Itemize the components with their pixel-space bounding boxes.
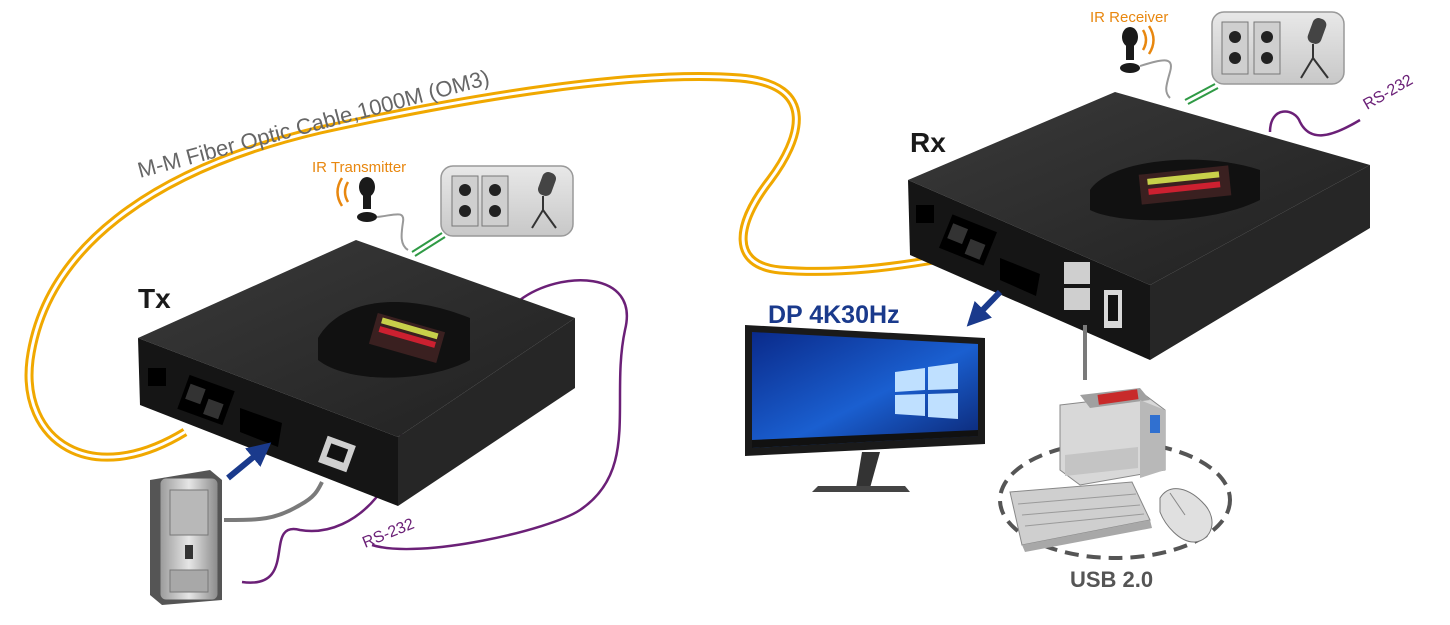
mouse-icon [1159,488,1213,543]
audio-jack-icon [451,175,509,227]
tx-device [138,240,575,506]
computer-tower-icon [150,470,222,605]
keyboard-icon [1009,481,1152,552]
rs232-cable-rx [1268,110,1361,137]
dp-output-arrow [966,289,1003,327]
ir-signal-icon [1141,25,1155,55]
ir-receiver [1120,25,1172,99]
dp-input-arrow [226,442,272,481]
rx-accessory-panel [1211,11,1345,85]
rx-device [908,92,1370,360]
dp-label: DP 4K30Hz [768,301,900,329]
audio-jack-icon [1221,21,1281,75]
usb-cable-tx [223,481,324,522]
tx-label: Tx [138,283,171,314]
usb-label: USB 2.0 [1070,567,1153,592]
rs232-tx-label: RS-232 [360,516,417,552]
fiber-optic-cable [24,72,946,462]
ir-transmitter [336,177,409,251]
tx-accessory-panel [440,165,574,237]
ir-transmitter-label: IR Transmitter [312,159,406,176]
microphone-icon [531,172,557,229]
monitor-icon [745,325,985,492]
ir-receiver-label: IR Receiver [1090,9,1168,26]
printer-icon [1059,388,1166,486]
microphone-icon [1300,18,1329,79]
ir-link-tx [411,232,443,253]
ir-link-rx [1184,83,1216,101]
rx-label: Rx [910,127,946,158]
rs232-rx-label: RS-232 [1361,72,1417,114]
ir-signal-icon [336,177,350,207]
